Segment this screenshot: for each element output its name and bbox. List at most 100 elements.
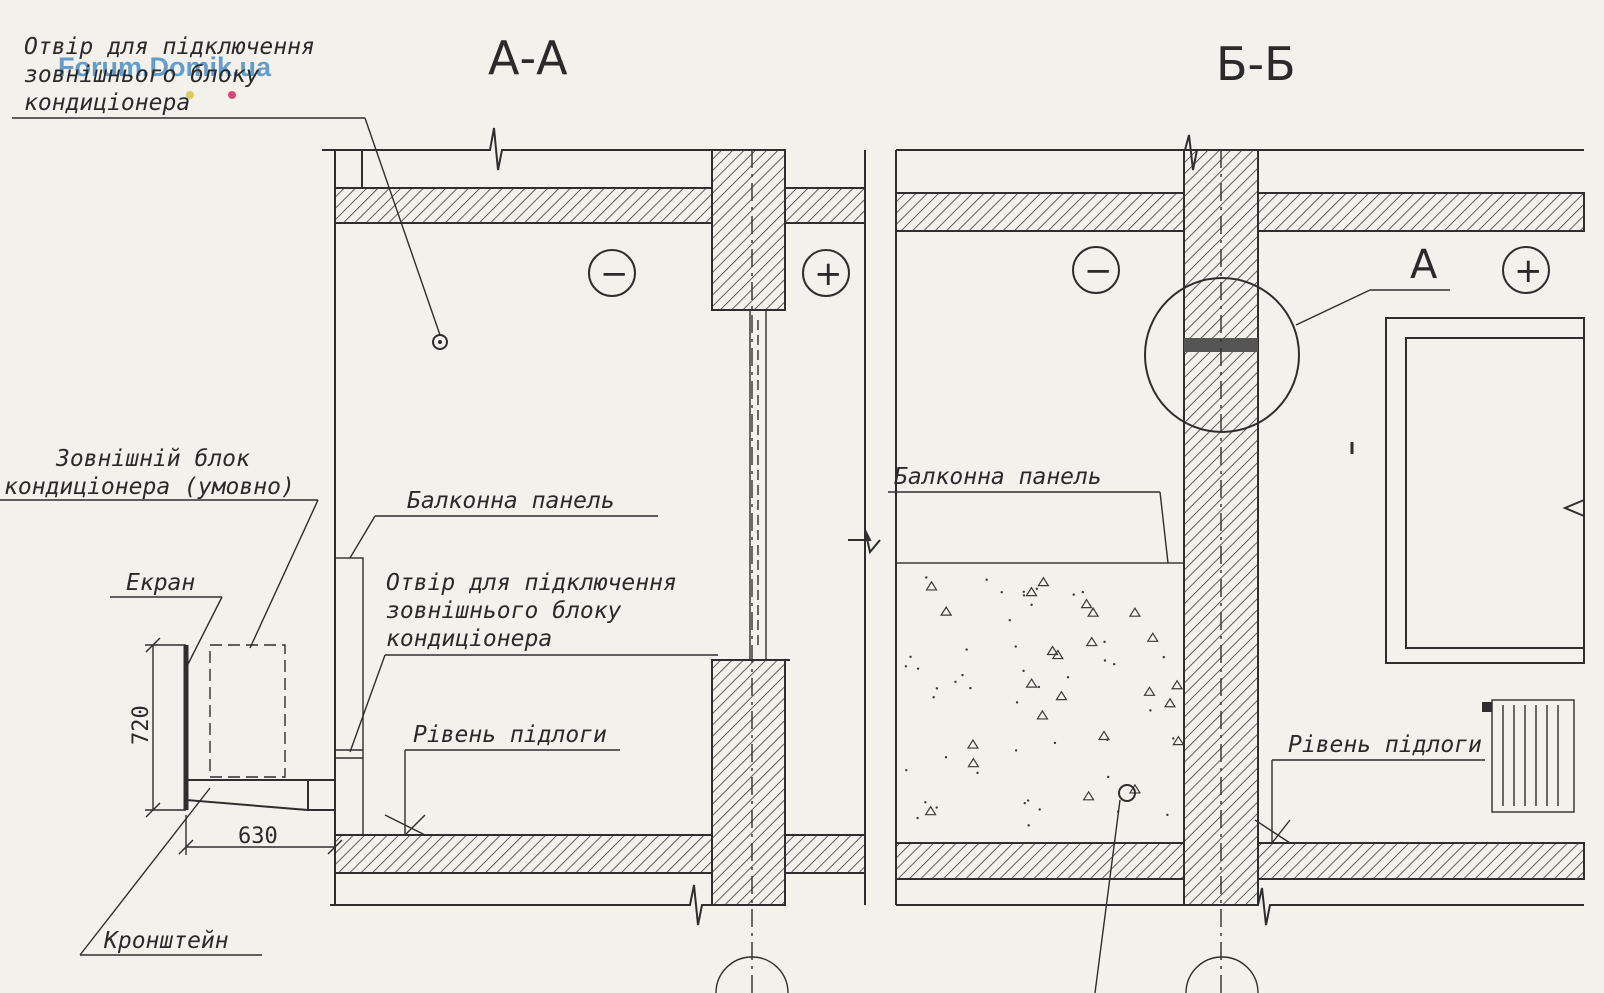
- aggregate-dot: [1023, 801, 1026, 805]
- aa-plus-sign: +: [814, 254, 843, 294]
- aa-plus-circle: [802, 249, 850, 297]
- bb-floor-slab-right: [1257, 842, 1585, 880]
- label-floor-bb: Рівень підлоги: [1288, 732, 1482, 758]
- aggregate-dot: [905, 768, 908, 772]
- aggregate-mark: [1080, 598, 1093, 609]
- aggregate-dot: [1149, 709, 1152, 712]
- aggregate-mark: [1171, 679, 1184, 690]
- label-hole-mid-line3: кондиціонера: [386, 626, 552, 652]
- bb-minus-circle: [1072, 246, 1120, 294]
- label-hole-mid-line1: Отвір для підключення: [386, 570, 677, 596]
- label-hole-top-line1: Отвір для підключення: [24, 34, 315, 60]
- aggregate-dot: [1166, 813, 1169, 817]
- aggregate-dot: [1014, 749, 1018, 752]
- aggregate-dot: [1072, 593, 1075, 596]
- section-aa-title: А-А: [488, 31, 568, 85]
- aggregate-dot: [985, 578, 988, 581]
- axis-circle-aa: [715, 956, 789, 993]
- detail-a-circle: [1144, 277, 1300, 433]
- aa-top-break-line: [322, 127, 712, 171]
- aggregate-dot: [1022, 590, 1025, 593]
- aa-balcony-panel: [334, 557, 364, 836]
- aggregate-mark: [1097, 730, 1111, 741]
- bb-ceiling-slab-right: [1257, 192, 1585, 232]
- aggregate-dot: [1103, 659, 1107, 662]
- label-hole-top-line3: кондиціонера: [24, 90, 190, 116]
- aggregate-mark: [1143, 686, 1156, 696]
- aggregate-dot: [976, 771, 979, 775]
- aggregate-dot: [916, 816, 919, 820]
- aa-ceiling-slab-right: [784, 187, 866, 224]
- label-detail-a: А: [1410, 242, 1438, 288]
- watermark: Forum.Domik.ua: [58, 52, 272, 82]
- aggregate-dot: [954, 680, 957, 684]
- aggregate-dot: [924, 801, 927, 804]
- aggregate-dot: [1037, 685, 1041, 689]
- dimension-height: 720: [129, 705, 154, 745]
- aggregate-dot: [1053, 741, 1057, 745]
- aggregate-mark: [1163, 697, 1177, 708]
- label-balcony-aa: Балконна панель: [407, 488, 615, 514]
- aggregate-dot: [944, 756, 948, 759]
- aggregate-mark: [924, 805, 937, 816]
- aggregate-dot: [1000, 591, 1003, 594]
- aggregate-dot: [1030, 603, 1033, 606]
- aggregate-dot: [932, 696, 935, 699]
- aggregate-mark: [1128, 607, 1141, 617]
- aggregate-dot: [1038, 808, 1041, 811]
- aggregate-dot: [961, 673, 964, 677]
- aggregate-mark: [940, 605, 953, 616]
- bb-hole-marker: [1118, 784, 1136, 802]
- aggregate-mark: [1046, 645, 1059, 656]
- axis-circle-bb: [1185, 956, 1259, 993]
- bb-minus-sign: −: [1084, 251, 1113, 291]
- aggregate-mark: [1037, 576, 1050, 587]
- radiator: [1482, 699, 1575, 813]
- aggregate-dot: [904, 665, 908, 668]
- bb-wall-opening: [1184, 338, 1258, 352]
- aa-wall-upper: [711, 149, 786, 311]
- bb-balcony-panel: [895, 562, 1185, 844]
- section-aa: [12, 117, 881, 993]
- aggregate-dot: [969, 686, 972, 690]
- aggregate-dot: [935, 687, 939, 690]
- bb-plus-sign: +: [1514, 251, 1543, 291]
- bb-floor-slab-left: [895, 842, 1185, 880]
- aggregate-mark: [1146, 632, 1159, 642]
- aggregate-mark: [967, 757, 980, 768]
- aggregate-dot: [1026, 799, 1030, 802]
- aggregate-dot: [916, 667, 920, 670]
- aggregate-dot: [1162, 655, 1166, 659]
- aggregate-dot: [1035, 587, 1039, 590]
- section-bb: [888, 134, 1585, 993]
- aggregate-mark: [1025, 586, 1038, 597]
- aggregate-dot: [1113, 662, 1116, 666]
- aa-wall-lower: [711, 659, 786, 906]
- aa-minus-circle: [588, 249, 636, 297]
- aggregate-dot: [1015, 701, 1019, 704]
- aggregate-dot: [909, 655, 912, 658]
- aggregate-dot: [1022, 669, 1025, 673]
- aggregate-mark: [1082, 790, 1095, 801]
- aggregate-mark: [1055, 690, 1068, 701]
- section-bb-title: Б-Б: [1216, 37, 1296, 91]
- aggregate-dot: [1022, 594, 1026, 597]
- aggregate-dot: [965, 648, 968, 651]
- aa-floor-slab-right: [784, 834, 866, 874]
- concrete-texture: [904, 576, 1185, 827]
- aggregate-dot: [1027, 824, 1030, 827]
- aggregate-mark: [1087, 607, 1100, 617]
- label-hole-top-line2: зовнішнього блоку: [24, 62, 260, 88]
- aa-floor-slab-left: [334, 834, 713, 874]
- aa-minus-sign: −: [600, 254, 629, 294]
- aggregate-dot: [1103, 640, 1106, 644]
- label-screen: Екран: [126, 570, 195, 596]
- bb-window-frame-inner: [1405, 337, 1585, 649]
- dimension-width: 630: [238, 824, 278, 849]
- aggregate-dot: [1014, 645, 1017, 648]
- aggregate-dot: [1172, 737, 1175, 740]
- aggregate-mark: [966, 738, 980, 749]
- aggregate-dot: [1106, 775, 1110, 779]
